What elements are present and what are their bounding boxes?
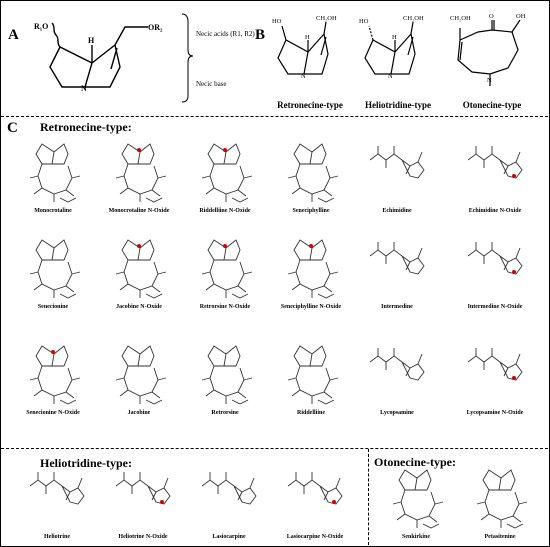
compound-structure	[287, 345, 339, 405]
compound-label: Senecionine	[37, 304, 69, 310]
compound-label: Jacobine N-Oxide	[116, 304, 162, 310]
compound-structure	[115, 345, 167, 405]
compound-label: Intermedine	[381, 304, 413, 310]
divider-bottom	[1, 448, 548, 449]
compound-structure	[369, 146, 425, 179]
compound-structure	[29, 345, 81, 405]
heliotridine-structure: HO CH₂OH H N	[359, 15, 424, 80]
panel-c-letter: C	[7, 120, 18, 136]
svg-text:OH: OH	[516, 13, 526, 20]
compound-structure	[467, 242, 523, 275]
compound-label: Heliotrine	[44, 534, 70, 540]
panel-a-letter: A	[8, 27, 19, 43]
retronecine-structure: HO CH₂OH H N	[272, 15, 337, 80]
svg-text:H: H	[392, 34, 397, 41]
h-atom: H	[88, 36, 95, 45]
heliotridine-section-title: Heliotridine-type:	[40, 456, 132, 470]
necic-acids-label: Necic acids (R1, R2)	[196, 30, 255, 38]
compound-label: Retrorsine	[211, 410, 239, 416]
svg-text:O: O	[489, 13, 494, 20]
divider-vertical	[368, 449, 369, 545]
compound-structure	[201, 143, 253, 203]
compound-label: Monocrotaline	[34, 208, 72, 214]
brace-icon	[181, 13, 194, 103]
compound-label: Monocrotaline N-Oxide	[108, 208, 170, 214]
otonecine-section-title: Otonecine-type:	[374, 455, 456, 469]
compound-structure	[29, 239, 81, 299]
compound-label: Seneciphylline N-Oxide	[280, 304, 342, 310]
compound-structure	[29, 472, 85, 505]
compound-label: Riddelliine	[296, 410, 325, 416]
compound-structure	[392, 469, 444, 529]
compound-structure	[287, 239, 339, 299]
compound-structure	[467, 348, 523, 381]
otonecine-type-label: Otonecine-type	[462, 100, 522, 110]
compound-structure	[115, 143, 167, 203]
compound-structure	[287, 472, 343, 505]
compound-label: Intermedine N-Oxide	[467, 304, 523, 310]
compound-structure	[467, 146, 523, 179]
compound-label: Senkirkine	[401, 534, 430, 540]
svg-text:CH₂OH: CH₂OH	[450, 15, 471, 22]
compound-structure	[29, 143, 81, 203]
compound-structure	[115, 239, 167, 299]
compound-label: Lasiocarpine N-Oxide	[286, 534, 344, 540]
retronecine-type-label: Retronecine-type	[277, 100, 343, 110]
heliotridine-type-label: Heliotridine-type	[365, 100, 431, 110]
compound-structure	[369, 348, 425, 381]
svg-text:N: N	[487, 77, 492, 84]
compound-structure	[369, 242, 425, 275]
compound-structure	[287, 143, 339, 203]
compound-label: Retrorsine N-Oxide	[199, 304, 251, 310]
compound-structure	[201, 345, 253, 405]
compound-label: Riddelliine N-Oxide	[199, 208, 251, 214]
compound-label: Echimidine	[382, 208, 412, 214]
compound-label: Echimidine N-Oxide	[468, 208, 522, 214]
panel-b-letter: B	[255, 27, 266, 43]
compound-structure	[201, 472, 257, 505]
svg-text:N: N	[301, 73, 306, 80]
compound-structure	[476, 469, 528, 529]
or2-atom: OR₂	[148, 23, 163, 32]
otonecine-structure: CH₂OH O OH N	[450, 13, 526, 86]
compound-label: Seneciphylline	[292, 208, 330, 214]
compound-label: Heliotrine N-Oxide	[118, 534, 168, 540]
compound-label: Petasitenine	[484, 534, 516, 540]
svg-text:CH₂OH: CH₂OH	[316, 15, 337, 22]
compound-label: Jacobine	[127, 410, 151, 416]
svg-text:CH₂OH: CH₂OH	[403, 15, 424, 22]
svg-text:HO: HO	[272, 18, 282, 25]
compound-structure	[115, 472, 171, 505]
svg-text:HO: HO	[359, 18, 369, 25]
necic-base-label: Necic base	[196, 80, 227, 88]
compound-structure	[201, 239, 253, 299]
compound-label: Lycopsamine	[380, 410, 414, 416]
n-atom: N	[81, 84, 87, 93]
compound-label: Senecionine N-Oxide	[26, 410, 80, 416]
necine-scaffold-structure: R₁O OR₂ H N	[34, 22, 163, 93]
divider-top	[1, 116, 548, 117]
retronecine-section-title: Retronecine-type:	[40, 120, 132, 134]
svg-text:H: H	[305, 34, 310, 41]
compound-label: Lycopsamine N-Oxide	[466, 410, 524, 416]
r1o-atom: R₁O	[34, 22, 48, 31]
compound-label: Lasiocarpine	[212, 534, 246, 540]
svg-text:N: N	[388, 73, 393, 80]
